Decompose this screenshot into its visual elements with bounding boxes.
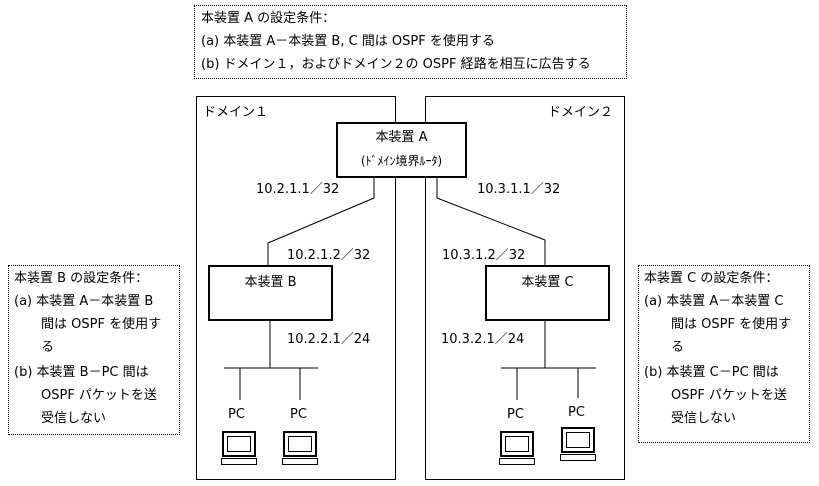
condition-c-item-a-line1: (a) 本装置 A－本装置 C xyxy=(644,294,784,309)
condition-b-item-b-line2: OSPF パケットを送 xyxy=(41,388,157,403)
pc-base xyxy=(560,454,596,461)
condition-b-item-a-line3: る xyxy=(41,340,55,355)
condition-b-item-b-line3: 受信しない xyxy=(41,411,107,426)
pc-icon xyxy=(222,431,256,457)
pc-base xyxy=(499,458,535,465)
device-b-name: 本装置 B xyxy=(244,275,297,290)
condition-a-item-b: (b) ドメイン１，およびドメイン２の OSPF 経路を相互に広告する xyxy=(201,57,591,72)
pc-icon xyxy=(500,431,534,457)
pc-base xyxy=(282,458,318,465)
condition-c-item-b-line2: OSPF パケットを送 xyxy=(671,388,787,403)
address-c-lan: 10.3.2.1／24 xyxy=(441,332,525,347)
pc-label: PC xyxy=(228,407,245,422)
device-a: 本装置 A (ﾄﾞﾒｲﾝ境界ﾙｰﾀ) xyxy=(336,122,467,178)
domain1-region xyxy=(196,96,396,480)
condition-b-item-a-line2: 間は OSPF を使用す xyxy=(41,317,162,332)
condition-b-box: 本装置 B の設定条件： (a) 本装置 A－本装置 B 間は OSPF を使用… xyxy=(8,265,180,435)
address-c-up: 10.3.1.2／32 xyxy=(442,248,526,263)
pc-icon xyxy=(283,431,317,457)
condition-c-item-a-line3: る xyxy=(671,340,685,355)
condition-c-box: 本装置 C の設定条件： (a) 本装置 A－本装置 C 間は OSPF を使用… xyxy=(638,265,810,443)
device-c: 本装置 C xyxy=(485,265,610,321)
condition-b-title: 本装置 B の設定条件： xyxy=(14,271,149,286)
address-a-to-c: 10.3.1.1／32 xyxy=(477,182,561,197)
pc-label: PC xyxy=(507,407,524,422)
condition-c-item-a-line2: 間は OSPF を使用す xyxy=(671,317,792,332)
domain2-label: ドメイン２ xyxy=(548,105,614,120)
condition-b-item-b-line1: (b) 本装置 B－PC 間は xyxy=(14,365,149,380)
device-a-name: 本装置 A xyxy=(375,130,428,145)
address-a-to-b: 10.2.1.1／32 xyxy=(256,182,340,197)
device-c-name: 本装置 C xyxy=(521,275,574,290)
address-b-up: 10.2.1.2／32 xyxy=(287,248,371,263)
domain2-region xyxy=(425,96,625,480)
address-b-lan: 10.2.2.1／24 xyxy=(287,332,371,347)
pc-base xyxy=(221,458,257,465)
condition-c-item-b-line1: (b) 本装置 C－PC 間は xyxy=(644,365,779,380)
pc-icon xyxy=(561,427,595,453)
condition-b-item-a-line1: (a) 本装置 A－本装置 B xyxy=(14,294,154,309)
domain1-label: ドメイン１ xyxy=(203,105,269,120)
device-a-role: (ﾄﾞﾒｲﾝ境界ﾙｰﾀ) xyxy=(360,154,443,168)
pc-label: PC xyxy=(568,405,585,420)
condition-a-box: 本装置 A の設定条件： (a) 本装置 A－本装置 B, C 間は OSPF … xyxy=(194,5,627,79)
condition-c-title: 本装置 C の設定条件： xyxy=(644,271,779,286)
device-b: 本装置 B xyxy=(208,265,333,321)
condition-a-item-a: (a) 本装置 A－本装置 B, C 間は OSPF を使用する xyxy=(201,34,495,49)
condition-a-title: 本装置 A の設定条件： xyxy=(201,11,336,26)
condition-c-item-b-line3: 受信しない xyxy=(671,411,737,426)
pc-label: PC xyxy=(290,407,307,422)
